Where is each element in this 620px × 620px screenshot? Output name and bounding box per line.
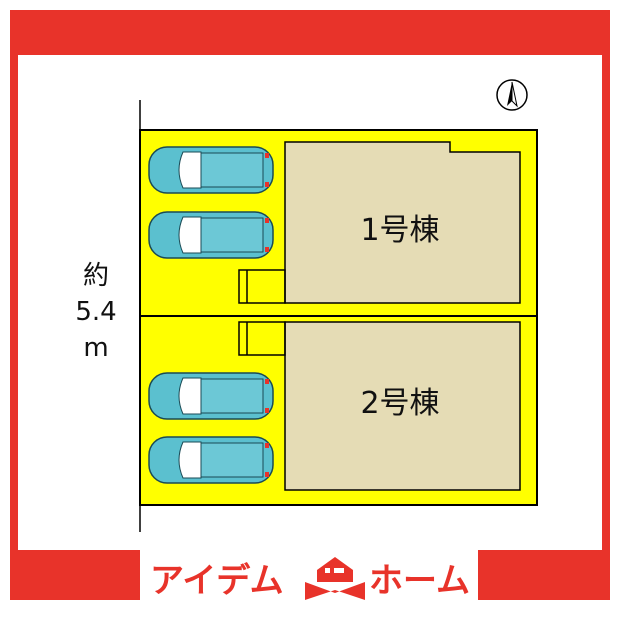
dimension-label: 約 5.4 m xyxy=(72,258,120,366)
logo-house-icon xyxy=(305,557,365,600)
company-logo: アイデム ホーム xyxy=(150,555,470,601)
house-2 xyxy=(284,321,521,491)
dimension-value: 5.4 xyxy=(75,297,117,327)
north-arrow-icon xyxy=(496,79,528,111)
entry-steps xyxy=(238,269,286,356)
dimension-unit: m xyxy=(83,333,109,363)
building-1-label: 1号棟 xyxy=(360,213,440,248)
dimension-prefix: 約 xyxy=(82,261,109,291)
logo-left-text: アイデム xyxy=(150,561,284,601)
building-2-label: 2号棟 xyxy=(360,386,440,421)
car-icon xyxy=(148,146,274,194)
car-icon xyxy=(148,211,274,259)
car-icon xyxy=(148,372,274,420)
car-icon xyxy=(148,436,274,484)
logo-right-text: ホーム xyxy=(369,561,470,601)
